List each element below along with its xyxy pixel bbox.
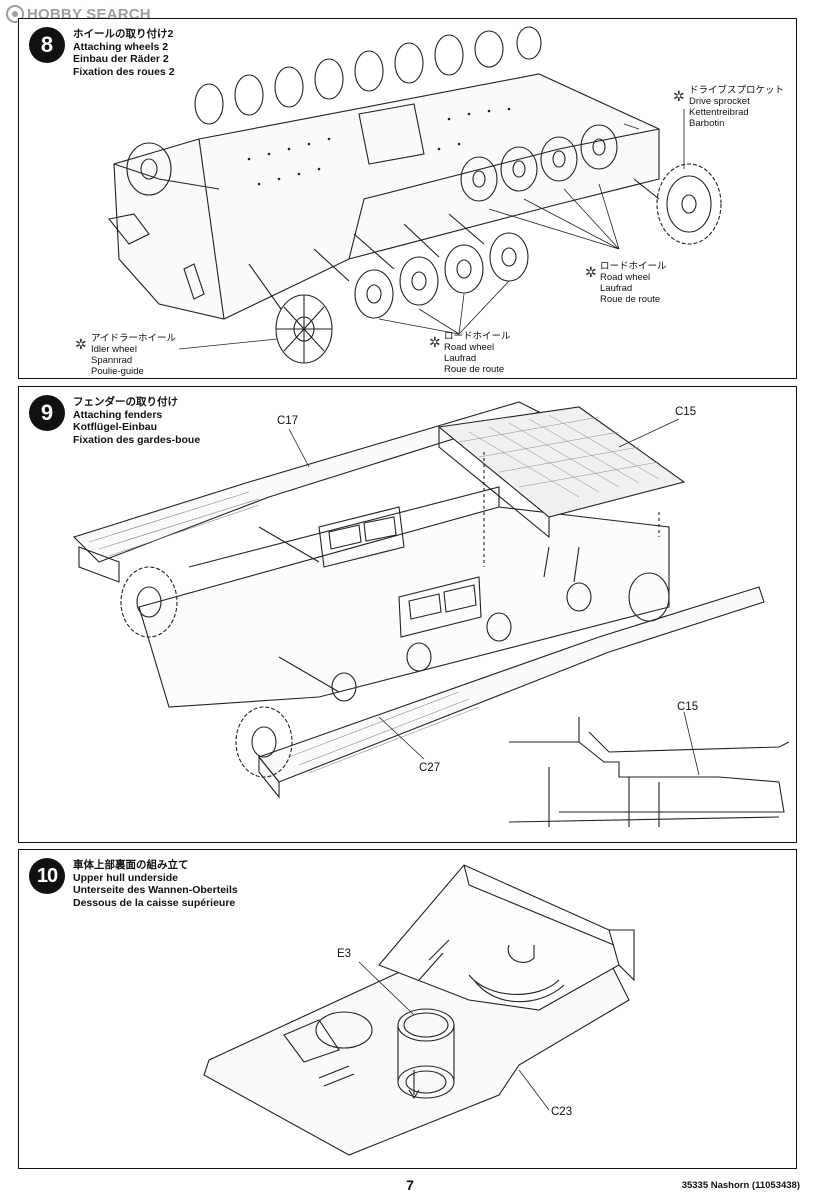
callout-jp: ロードホイール [444,331,511,342]
title-jp: ホイールの取り付け2 [73,28,174,40]
callout-jp: ドライブスプロケット [689,85,785,96]
product-code: 35335 Nashorn (11053438) [681,1180,800,1191]
part-label-c23: C23 [551,1106,573,1118]
callout-en: Idler wheel [91,344,137,355]
step-10-titles: 車体上部裏面の組み立て Upper hull underside Unterse… [73,858,238,909]
part-label-c27: C27 [419,762,441,774]
callout-de: Laufrad [600,283,633,294]
step-10-panel: 10 車体上部裏面の組み立て Upper hull underside Unte… [18,849,797,1169]
step-10-illustration [203,864,635,1156]
page-number: 7 [406,1177,414,1193]
step-9-panel: 9 フェンダーの取り付け Attaching fenders Kotflügel… [18,386,797,843]
title-jp: 車体上部裏面の組み立て [73,859,189,871]
callout-fr: Roue de route [444,364,505,375]
part-label-e3: E3 [337,948,352,960]
step-10-header: 10 車体上部裏面の組み立て Upper hull underside Unte… [29,858,238,909]
title-de: Kotflügel-Einbau [73,421,157,433]
step-8-header: 8 ホイールの取り付け2 Attaching wheels 2 Einbau d… [29,27,175,78]
callout-road-wheel-center: ロードホイール Road wheel Laufrad Roue de route [444,331,511,375]
callout-de: Spannrad [91,355,133,366]
title-fr: Fixation des roues 2 [73,65,175,78]
title-jp: フェンダーの取り付け [73,396,178,408]
callout-en: Road wheel [600,272,651,283]
title-de: Unterseite des Wannen-Oberteils [73,884,238,896]
title-de: Einbau der Räder 2 [73,53,169,65]
parts-icon: ✲ [75,336,87,352]
step-9-illustration [72,401,790,827]
step-number-9: 9 [29,395,65,431]
callout-de: Kettentreibrad [689,107,749,118]
callout-en: Road wheel [444,342,495,353]
part-label-c15-detail: C15 [677,701,699,713]
step-9-header: 9 フェンダーの取り付け Attaching fenders Kotflügel… [29,395,200,446]
callout-jp: ロードホイール [600,261,667,272]
step-number-10: 10 [29,858,65,894]
callout-fr: Barbotin [689,118,725,129]
step-8-titles: ホイールの取り付け2 Attaching wheels 2 Einbau der… [73,27,175,78]
title-fr: Dessous de la caisse supérieure [73,896,236,909]
callout-en: Drive sprocket [689,96,750,107]
callout-fr: Roue de route [600,294,661,305]
step-9-titles: フェンダーの取り付け Attaching fenders Kotflügel-E… [73,395,200,446]
parts-icon: ✲ [585,264,597,280]
callout-de: Laufrad [444,353,477,364]
callout-drive-sprocket: ドライブスプロケット Drive sprocket Kettentreibrad… [689,85,784,129]
parts-icon: ✲ [673,88,685,104]
hobby-search-logo-icon [6,5,24,23]
callout-jp: アイドラーホイール [91,333,177,344]
step-8-illustration [108,26,722,364]
title-en: Attaching fenders [73,408,163,421]
part-label-c17: C17 [277,415,299,427]
callout-fr: Poulie-guide [91,366,144,377]
step-number-8: 8 [29,27,65,63]
title-en: Attaching wheels 2 [73,40,169,53]
title-fr: Fixation des gardes-boue [73,433,201,446]
title-en: Upper hull underside [73,871,179,884]
callout-idler-wheel: アイドラーホイール Idler wheel Spannrad Poulie-gu… [91,333,176,377]
part-label-c15: C15 [675,406,697,418]
step-8-panel: 8 ホイールの取り付け2 Attaching wheels 2 Einbau d… [18,18,797,379]
parts-icon: ✲ [429,334,441,350]
callout-road-wheel-right: ロードホイール Road wheel Laufrad Roue de route [600,261,667,305]
